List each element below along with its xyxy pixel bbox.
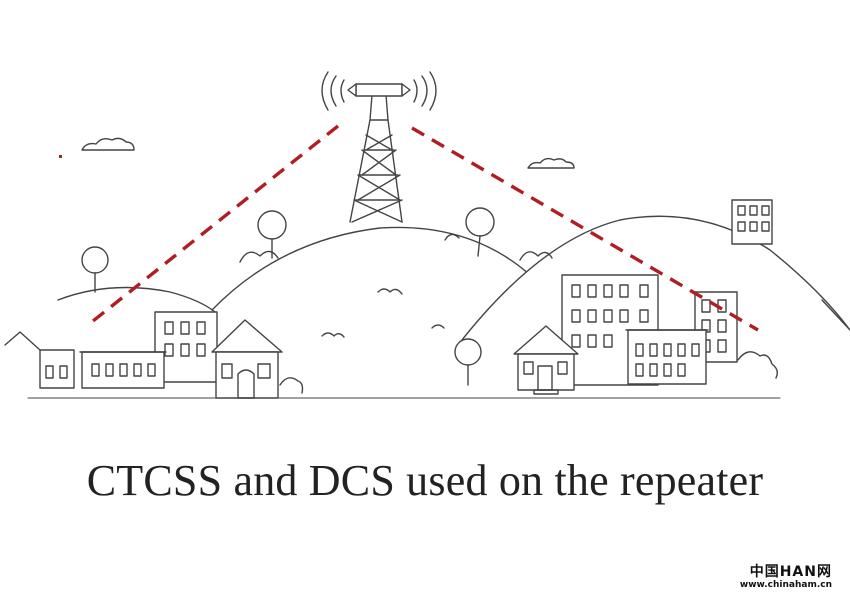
building-icon: [625, 329, 709, 385]
hill-icon: [821, 299, 850, 331]
logo-brand: 中国HAN网: [749, 564, 832, 580]
repeater-illustration: [4, 71, 850, 399]
house-icon: [211, 319, 283, 399]
site-logo: 中国HAN网 www.chinaham.cn: [740, 561, 832, 590]
signal-path-right: [411, 126, 759, 332]
hill-icon: [57, 286, 216, 313]
building-icon: [731, 199, 773, 245]
house-icon: [513, 325, 579, 395]
cloud-icon: [81, 137, 135, 151]
cloud-icon: [527, 157, 575, 169]
tree-icon: [454, 338, 482, 386]
tree-icon: [465, 207, 495, 257]
hill-icon: [4, 331, 41, 351]
hill-icon: [211, 226, 531, 311]
signal-wave-icon: [321, 71, 437, 111]
tree-icon: [81, 246, 109, 293]
caption-title: CTCSS and DCS used on the repeater: [86, 456, 764, 505]
signal-dot: [59, 155, 62, 158]
signal-path-left: [86, 124, 340, 327]
logo-site-url: www.chinaham.cn: [739, 580, 832, 590]
building-icon: [39, 349, 75, 389]
building-icon: [79, 351, 167, 389]
tree-icon: [257, 210, 287, 259]
radio-tower-icon: [347, 83, 411, 223]
building-icon: [154, 311, 218, 383]
